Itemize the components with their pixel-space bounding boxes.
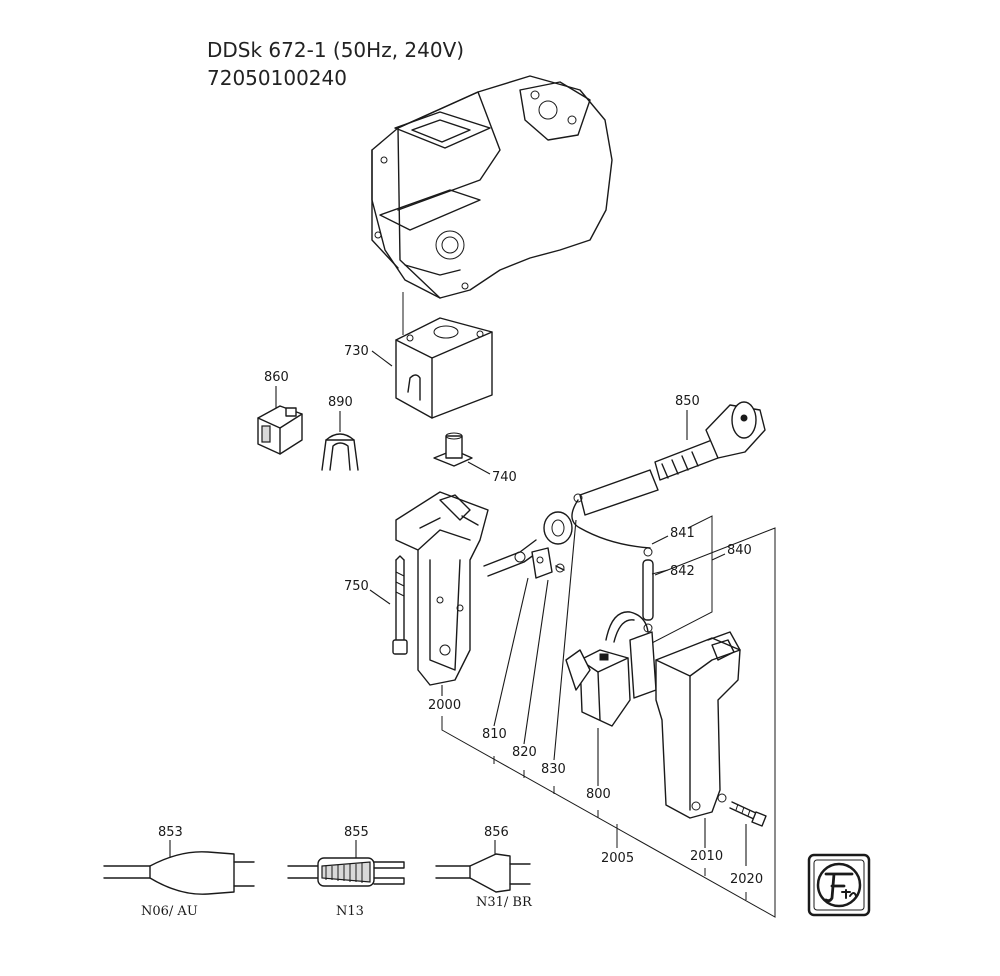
- label-2010: 2010: [690, 849, 723, 864]
- plug-855: [287, 857, 405, 887]
- label-855: 855: [344, 825, 369, 840]
- label-842: 842: [670, 564, 695, 579]
- part-890-clip: [321, 433, 359, 471]
- part-841-842-suppressor: [642, 547, 654, 633]
- part-number: 72050100240: [207, 66, 347, 90]
- part-740-grommet: [433, 432, 473, 467]
- variant-855: N13: [336, 904, 364, 919]
- label-856: 856: [484, 825, 509, 840]
- motor-housing: [371, 75, 613, 299]
- fein-logo-icon: [807, 853, 871, 917]
- part-850-cable: [579, 401, 766, 516]
- variant-853: N06/ AU: [141, 904, 198, 919]
- label-810: 810: [482, 727, 507, 742]
- label-800: 800: [586, 787, 611, 802]
- label-890: 890: [328, 395, 353, 410]
- label-2000: 2000: [428, 698, 461, 713]
- plug-853: [103, 851, 255, 895]
- label-840: 840: [727, 543, 752, 558]
- model-title: DDSk 672-1 (50Hz, 240V): [207, 38, 465, 62]
- part-810-terminal: [483, 539, 539, 577]
- part-2020-screw: [729, 801, 767, 827]
- label-841: 841: [670, 526, 695, 541]
- part-830-screw: [555, 563, 565, 573]
- plug-856: [435, 853, 531, 893]
- label-740: 740: [492, 470, 517, 485]
- part-800-switch: [565, 611, 657, 727]
- label-2020: 2020: [730, 872, 763, 887]
- label-853: 853: [158, 825, 183, 840]
- label-850: 850: [675, 394, 700, 409]
- part-820-cable-clamp: [531, 547, 553, 579]
- part-750-screw: [392, 555, 408, 655]
- part-860-capacitor: [257, 405, 303, 455]
- part-2000-handle-left: [395, 491, 489, 686]
- variant-856: N31/ BR: [476, 895, 533, 910]
- part-730-cover: [395, 317, 493, 419]
- label-830: 830: [541, 762, 566, 777]
- label-860: 860: [264, 370, 289, 385]
- label-730: 730: [344, 344, 369, 359]
- part-2010-handle-right: [655, 631, 741, 819]
- label-820: 820: [512, 745, 537, 760]
- label-2005: 2005: [601, 851, 634, 866]
- label-750: 750: [344, 579, 369, 594]
